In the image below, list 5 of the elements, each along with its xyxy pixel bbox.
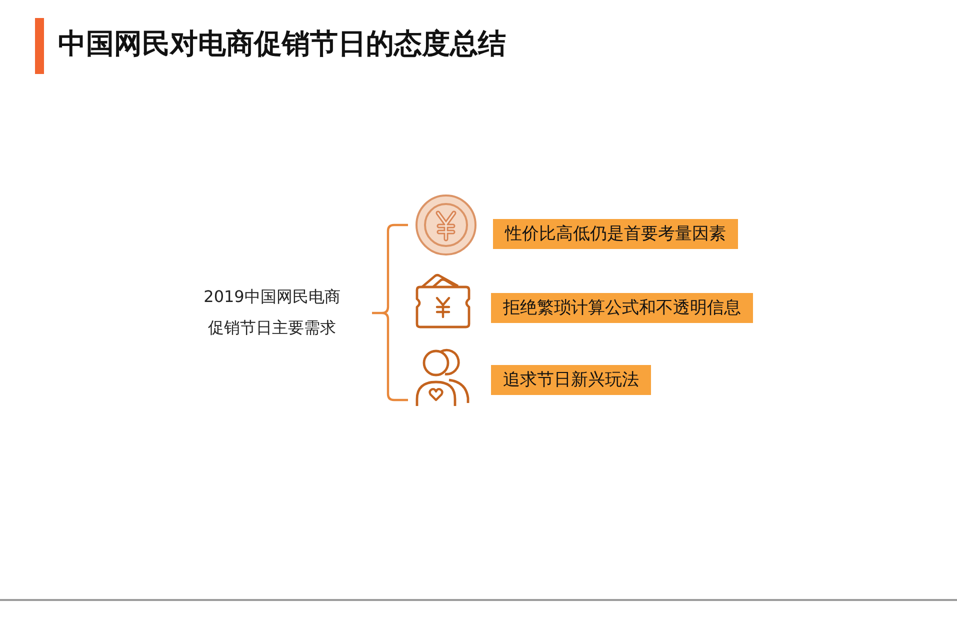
highlight-box: 性价比高低仍是首要考量因素 — [493, 219, 738, 249]
title: 中国网民对电商促销节日的态度总结 — [58, 26, 506, 62]
group-label: 2019中国网民电商促销节日主要需求 — [202, 286, 342, 339]
highlight-box: 拒绝繁琐计算公式和不透明信息 — [491, 293, 753, 323]
highlight-box: 追求节日新兴玩法 — [491, 365, 651, 395]
